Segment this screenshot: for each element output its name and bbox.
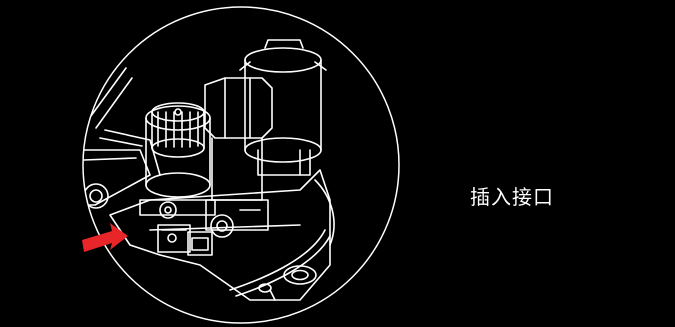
arrow-icon — [82, 223, 128, 252]
base-plate — [109, 169, 335, 301]
motor — [239, 39, 327, 176]
hex-column — [204, 77, 273, 238]
connector-port — [157, 224, 213, 256]
left-cylinder — [139, 102, 216, 219]
magnifier-circle — [82, 6, 400, 324]
caption-text: 插入接口 — [470, 185, 554, 209]
left-frame — [83, 59, 161, 209]
